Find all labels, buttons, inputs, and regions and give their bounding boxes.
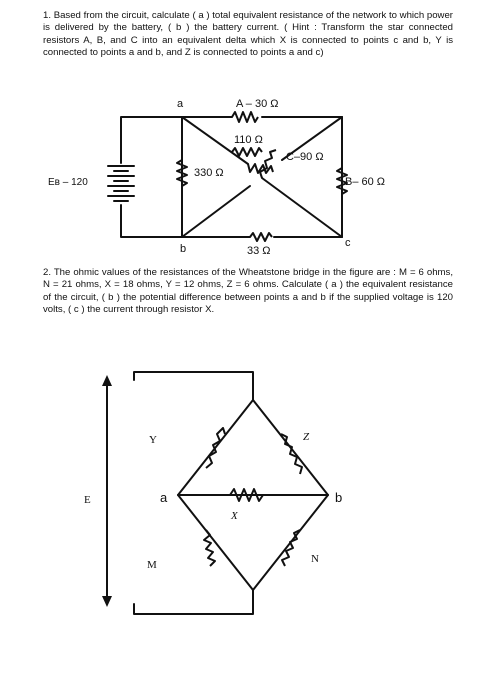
node-c-label: c bbox=[345, 237, 351, 249]
resistor-b-label: B– 60 Ω bbox=[345, 176, 385, 188]
star-a-wire bbox=[181, 116, 249, 165]
battery-label: Eʙ – 120 bbox=[48, 177, 88, 188]
bottom-supply-wire bbox=[133, 589, 254, 615]
bridge-left-upper-wire bbox=[177, 399, 254, 496]
resistor-110 bbox=[231, 147, 263, 157]
battery-symbol bbox=[107, 165, 135, 202]
star-b-wire bbox=[181, 185, 251, 238]
resistor-center-star bbox=[247, 163, 274, 174]
resistor-33 bbox=[249, 232, 273, 242]
resistor-x-label: X bbox=[230, 510, 239, 522]
resistor-b bbox=[336, 167, 348, 195]
star-c-wire bbox=[261, 177, 343, 238]
top-left-wire bbox=[120, 116, 183, 164]
resistor-c-label: C–90 Ω bbox=[286, 151, 324, 163]
resistor-110-label: 110 Ω bbox=[234, 134, 263, 146]
resistor-33-label: 33 Ω bbox=[247, 245, 271, 257]
bottom-left-wire bbox=[120, 204, 183, 238]
bridge-left-lower-wire bbox=[177, 494, 254, 591]
resistor-z bbox=[280, 433, 303, 475]
question-2-text: 2. The ohmic values of the resistances o… bbox=[43, 267, 453, 316]
node-a-label: a bbox=[177, 98, 184, 110]
resistor-m bbox=[203, 529, 216, 567]
resistor-a bbox=[231, 111, 259, 123]
resistor-m-label: M bbox=[147, 559, 157, 571]
resistor-n-label: N bbox=[311, 553, 319, 565]
star-c-upper-wire bbox=[281, 116, 343, 161]
resistor-a-label: A – 30 Ω bbox=[236, 98, 278, 110]
top-supply-wire bbox=[133, 371, 254, 401]
source-label: E bbox=[84, 494, 91, 506]
bridge-right-upper-wire bbox=[252, 399, 329, 496]
resistor-c bbox=[259, 149, 277, 179]
node-b-label: b bbox=[335, 490, 342, 505]
resistor-x bbox=[229, 488, 264, 502]
node-a-label: a bbox=[160, 490, 168, 505]
resistor-n bbox=[281, 529, 301, 567]
question-1-text: 1. Based from the circuit, calculate ( a… bbox=[43, 10, 453, 59]
resistor-z-label: Z bbox=[303, 431, 310, 443]
source-arrow-up-head bbox=[102, 375, 112, 386]
node-b-label: b bbox=[180, 243, 186, 255]
resistor-330 bbox=[176, 159, 188, 187]
resistor-y bbox=[205, 427, 226, 469]
resistor-330-label: 330 Ω bbox=[194, 167, 224, 179]
resistor-y-label: Y bbox=[149, 434, 157, 446]
source-arrow-down-head bbox=[102, 596, 112, 607]
